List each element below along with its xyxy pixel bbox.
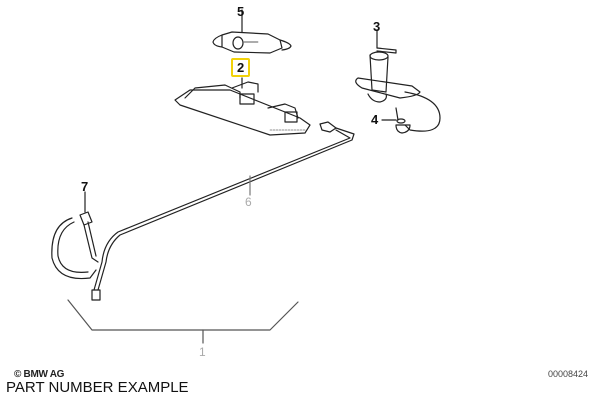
clip-strap-part[interactable] <box>51 191 99 280</box>
diagram-reference-number: 00008424 <box>547 369 588 379</box>
callout-1[interactable]: 1 <box>199 345 206 359</box>
callout-6[interactable]: 6 <box>245 195 252 209</box>
switch-part[interactable] <box>355 29 441 132</box>
callout-7[interactable]: 7 <box>81 179 89 194</box>
caption: PART NUMBER EXAMPLE <box>6 379 189 396</box>
callout-2-highlighted[interactable]: 2 <box>231 58 251 77</box>
callout-4[interactable]: 4 <box>371 112 379 127</box>
lamp-housing-part[interactable] <box>174 77 311 136</box>
bulb-part[interactable] <box>212 9 292 54</box>
screw-part[interactable] <box>381 118 411 134</box>
assembly-bracket <box>67 299 299 344</box>
callout-5[interactable]: 5 <box>237 4 245 19</box>
wire-harness-part[interactable] <box>91 121 355 301</box>
copyright-label: © BMW AG <box>14 369 65 380</box>
callout-3[interactable]: 3 <box>373 19 381 34</box>
